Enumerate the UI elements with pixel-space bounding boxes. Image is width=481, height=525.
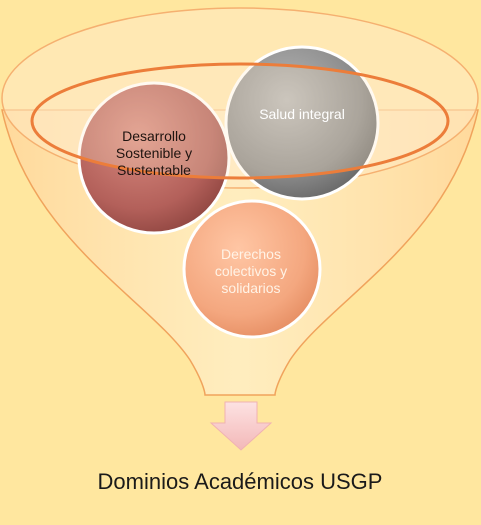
circle-derechos — [182, 199, 322, 339]
diagram-caption: Dominios Académicos USGP — [97, 469, 383, 494]
circle-label-desarrollo: Desarrollo Sostenible y Sustentable — [115, 128, 193, 178]
funnel-inner-rim — [30, 62, 450, 180]
down-arrow-icon — [209, 401, 273, 451]
circle-salud — [224, 45, 380, 201]
circle-label-salud: Salud integral — [259, 106, 345, 122]
circle-label-derechos: Derechos colectivos y solidarios — [214, 246, 288, 296]
